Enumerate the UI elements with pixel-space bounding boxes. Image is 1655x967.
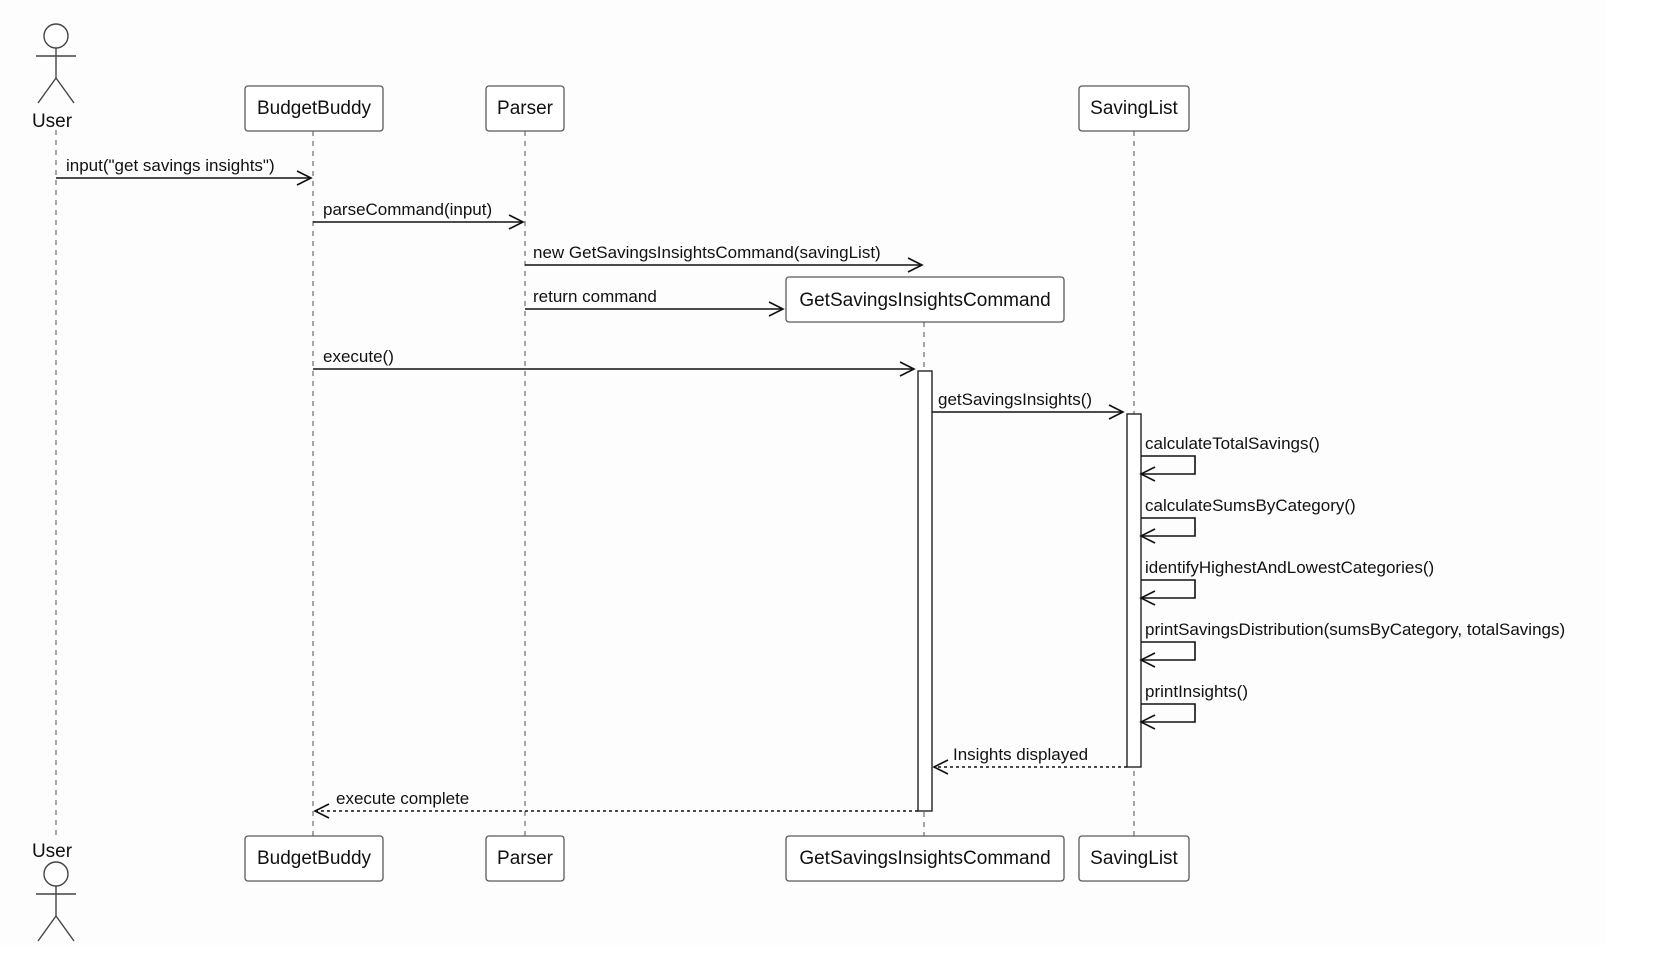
message-label: calculateSumsByCategory() bbox=[1145, 496, 1356, 515]
participant-box bbox=[485, 835, 565, 882]
message-label: printSavingsDistribution(sumsByCategory,… bbox=[1145, 620, 1565, 639]
message-m9: identifyHighestAndLowestCategories() bbox=[1139, 558, 1434, 606]
arrowhead bbox=[1139, 652, 1156, 668]
message-m5: execute() bbox=[313, 347, 916, 377]
message-line bbox=[1141, 455, 1196, 475]
actor-leg-left bbox=[37, 77, 57, 104]
participant-command-created: GetSavingsInsightsCommand bbox=[785, 276, 1065, 323]
arrowhead bbox=[1139, 714, 1156, 730]
message-line bbox=[1141, 579, 1196, 599]
participant-label-budgetbuddy: BudgetBuddy bbox=[257, 98, 372, 119]
participant-box bbox=[1078, 835, 1190, 882]
actor-head bbox=[43, 23, 69, 49]
participant-label-command: GetSavingsInsightsCommand bbox=[799, 290, 1050, 311]
arrowhead bbox=[296, 170, 313, 186]
participant-label-command: GetSavingsInsightsCommand bbox=[799, 848, 1050, 869]
message-label: identifyHighestAndLowestCategories() bbox=[1145, 558, 1434, 577]
message-m6: getSavingsInsights() bbox=[932, 390, 1125, 420]
message-line bbox=[1141, 703, 1196, 723]
participant-box bbox=[244, 85, 384, 132]
arrowhead bbox=[932, 759, 949, 775]
message-m12: Insights displayed bbox=[932, 745, 1127, 775]
message-m8: calculateSumsByCategory() bbox=[1139, 496, 1356, 544]
message-label: new GetSavingsInsightsCommand(savingList… bbox=[533, 243, 881, 262]
actor-leg-left bbox=[37, 915, 57, 942]
arrowhead bbox=[313, 803, 330, 819]
message-label: execute complete bbox=[336, 789, 469, 808]
participant-box bbox=[1078, 85, 1190, 132]
participant-label-parser: Parser bbox=[497, 98, 554, 119]
actor-head bbox=[43, 861, 69, 887]
arrowhead bbox=[1108, 404, 1125, 420]
actor-user-bottom: User bbox=[32, 841, 76, 942]
arrowhead bbox=[899, 361, 916, 377]
arrowhead bbox=[1139, 528, 1156, 544]
activation-savinglist bbox=[1126, 413, 1142, 768]
message-label: printInsights() bbox=[1145, 682, 1248, 701]
participant-budgetbuddy-bottom: BudgetBuddy bbox=[244, 835, 384, 882]
message-label: input("get savings insights") bbox=[66, 156, 275, 175]
message-m1: input("get savings insights") bbox=[56, 156, 313, 186]
participant-label-user: User bbox=[32, 841, 73, 862]
participant-box bbox=[244, 835, 384, 882]
participant-savinglist-top: SavingList bbox=[1078, 85, 1190, 132]
message-label: return command bbox=[533, 287, 657, 306]
message-line bbox=[1141, 641, 1196, 661]
participant-box bbox=[785, 276, 1065, 323]
participant-label-savinglist: SavingList bbox=[1090, 98, 1178, 119]
arrowhead bbox=[1139, 466, 1156, 482]
actor-user-top: User bbox=[32, 23, 76, 132]
diagram-canvas bbox=[0, 0, 1605, 945]
participant-label-budgetbuddy: BudgetBuddy bbox=[257, 848, 372, 869]
message-label: parseCommand(input) bbox=[323, 200, 492, 219]
participant-parser-top: Parser bbox=[485, 85, 565, 132]
activation-command bbox=[917, 370, 933, 812]
actor-leg-right bbox=[55, 915, 75, 942]
participant-savinglist-bottom: SavingList bbox=[1078, 835, 1190, 882]
arrowhead bbox=[1139, 590, 1156, 606]
actor-leg-right bbox=[55, 77, 75, 104]
message-m10: printSavingsDistribution(sumsByCategory,… bbox=[1139, 620, 1565, 668]
participant-budgetbuddy-top: BudgetBuddy bbox=[244, 85, 384, 132]
arrowhead bbox=[907, 257, 924, 273]
message-m13: execute complete bbox=[313, 789, 918, 819]
message-label: calculateTotalSavings() bbox=[1145, 434, 1320, 453]
arrowhead bbox=[768, 301, 785, 317]
message-m4: return command bbox=[525, 287, 785, 317]
arrowhead bbox=[508, 214, 525, 230]
message-label: getSavingsInsights() bbox=[938, 390, 1092, 409]
message-m3: new GetSavingsInsightsCommand(savingList… bbox=[525, 243, 924, 273]
participant-parser-bottom: Parser bbox=[485, 835, 565, 882]
message-label: Insights displayed bbox=[953, 745, 1088, 764]
message-label: execute() bbox=[323, 347, 394, 366]
participant-label-parser: Parser bbox=[497, 848, 554, 869]
participant-box bbox=[785, 835, 1065, 882]
participant-box bbox=[485, 85, 565, 132]
participant-label-user: User bbox=[32, 111, 73, 132]
participant-label-savinglist: SavingList bbox=[1090, 848, 1178, 869]
message-m2: parseCommand(input) bbox=[313, 200, 525, 230]
message-m11: printInsights() bbox=[1139, 682, 1248, 730]
message-line bbox=[1141, 517, 1196, 537]
message-m7: calculateTotalSavings() bbox=[1139, 434, 1320, 482]
participant-command-bottom: GetSavingsInsightsCommand bbox=[785, 835, 1065, 882]
